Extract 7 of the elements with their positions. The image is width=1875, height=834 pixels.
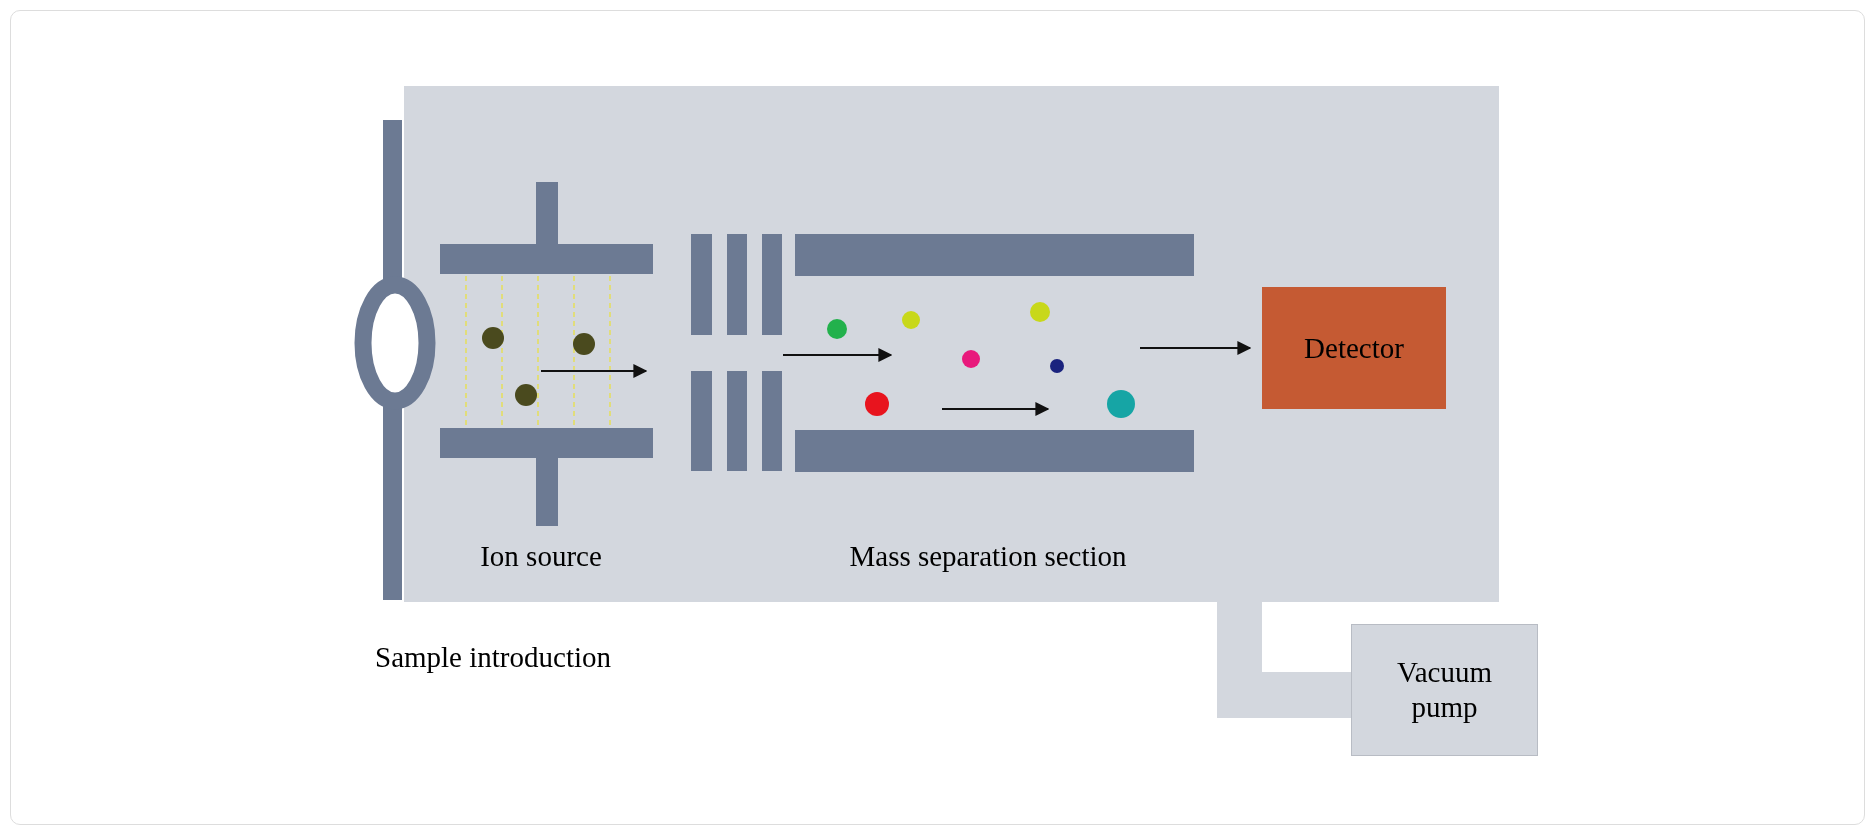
part-label: Mass separation section bbox=[849, 540, 1127, 573]
node-label: Vacuum pump bbox=[1396, 655, 1493, 725]
node-label: Detector bbox=[1304, 330, 1404, 366]
part-label: Sample introduction bbox=[375, 641, 611, 674]
part-label: Ion source bbox=[480, 540, 602, 573]
vacuum-pump-box bbox=[1351, 624, 1538, 756]
detector-box bbox=[1262, 287, 1446, 409]
